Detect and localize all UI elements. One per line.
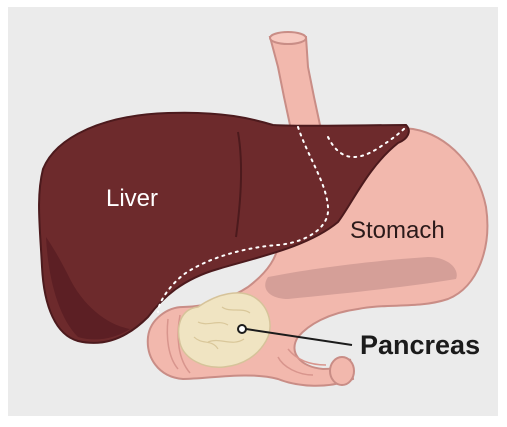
liver-label: Liver bbox=[106, 185, 158, 212]
anatomy-diagram: Liver Stomach Pancreas bbox=[8, 7, 498, 416]
stomach-label: Stomach bbox=[350, 217, 445, 244]
pancreas-label: Pancreas bbox=[360, 330, 480, 360]
